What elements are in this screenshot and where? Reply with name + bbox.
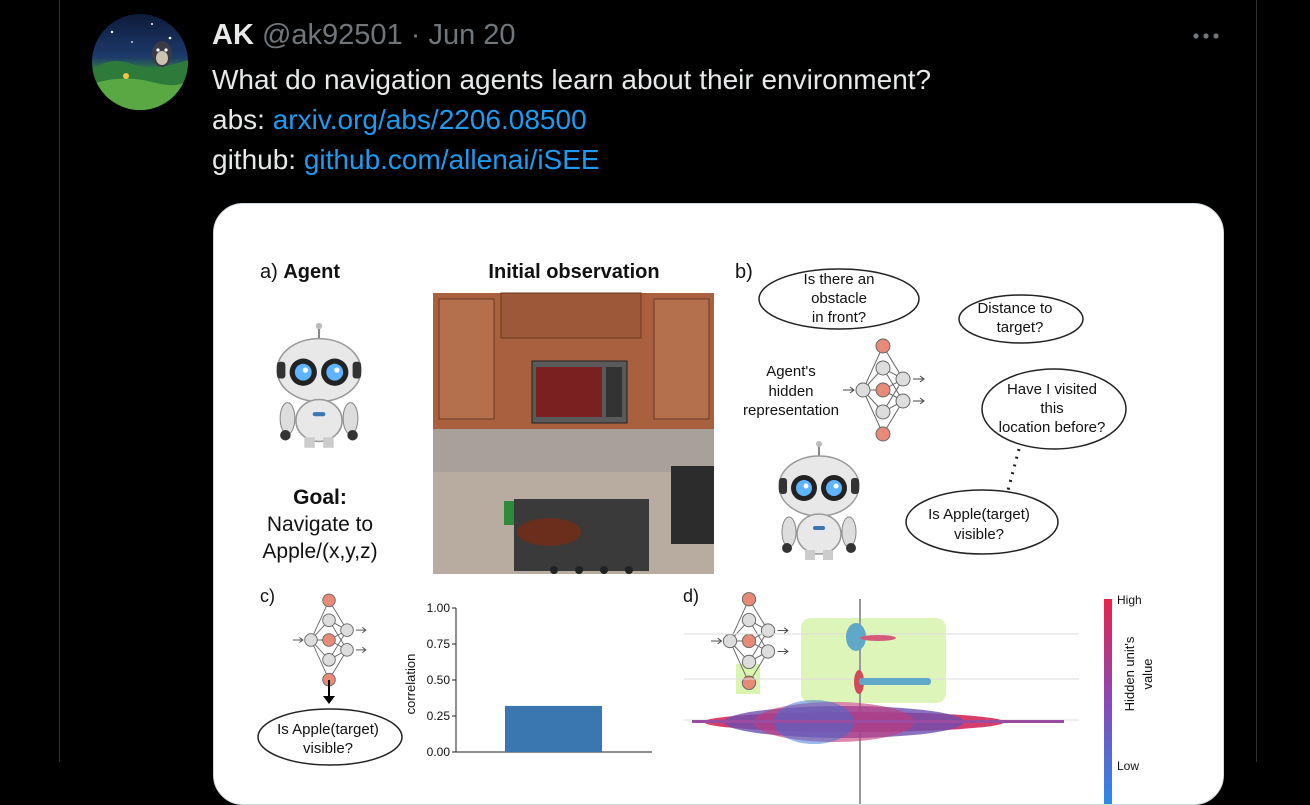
github-link[interactable]: github.com/allenai/iSEE <box>303 144 600 175</box>
y-tick-label: 0.50 <box>427 673 451 687</box>
y-tick-label: 0.75 <box>427 637 451 651</box>
timeline-border-right <box>1256 0 1257 762</box>
panel-c-label: c) <box>260 586 275 606</box>
arrow-head <box>323 696 335 704</box>
colorbar-title-2: value <box>1140 658 1155 689</box>
svg-text:Is Apple(target): Is Apple(target) <box>928 506 1030 523</box>
tweet-text-line: What do navigation agents learn about th… <box>212 64 932 95</box>
svg-text:Distance to: Distance to <box>977 300 1052 317</box>
highlight-region <box>801 618 946 703</box>
svg-text:Is Apple(target): Is Apple(target) <box>277 721 379 738</box>
thought-cloud-distance: Distance to target? <box>958 294 1084 344</box>
kitchen-observation-image <box>433 292 714 574</box>
correlation-bar-chart: correlation 0.00 0.25 0.50 0.75 1.00 <box>403 601 652 759</box>
panel-b-label: b) <box>735 261 753 283</box>
tweet-header: AK @ak92501 · Jun 20 <box>212 18 516 52</box>
separator-dot: · <box>410 19 421 51</box>
agent-hidden-line-2: hidden <box>768 383 813 400</box>
svg-text:location before?: location before? <box>999 419 1106 436</box>
tweet-date[interactable]: Jun 20 <box>428 19 516 51</box>
y-axis-label: correlation <box>403 654 418 715</box>
svg-text:Have I visited: Have I visited <box>1007 381 1097 398</box>
more-horizontal-icon <box>1193 33 1219 39</box>
panel-d-label: d) <box>683 586 699 606</box>
thought-cloud-apple-b: Is Apple(target) visible? <box>905 489 1059 555</box>
svg-text:visible?: visible? <box>303 740 353 757</box>
thought-cloud-apple-c: Is Apple(target) visible? <box>257 708 403 766</box>
svg-text:target?: target? <box>997 319 1044 336</box>
goal-title: Goal: <box>293 486 347 509</box>
thought-dots <box>1005 448 1021 495</box>
goal-line-2: Apple/(x,y,z) <box>262 540 377 563</box>
swarm-plot-top <box>846 623 931 694</box>
github-label: github: <box>212 144 297 175</box>
y-tick-label: 0.00 <box>427 745 451 759</box>
svg-text:this: this <box>1040 400 1063 417</box>
colorbar-low: Low <box>1117 759 1139 773</box>
timeline-border-left <box>59 0 60 762</box>
thought-cloud-obstacle: Is there an obstacle in front? <box>758 268 920 330</box>
robot-icon-b <box>778 440 860 561</box>
avatar[interactable] <box>92 14 188 110</box>
svg-text:visible?: visible? <box>954 526 1004 543</box>
swarm-plot-bottom <box>692 700 1064 744</box>
agent-hidden-line-3: representation <box>743 402 839 419</box>
more-button[interactable] <box>1188 24 1224 48</box>
paper-figure: a) Agent Goal: Navigate to Apple/(x,y,z)… <box>257 261 1155 804</box>
tweet-media-image[interactable]: a) Agent Goal: Navigate to Apple/(x,y,z)… <box>213 203 1224 805</box>
goal-line-1: Navigate to <box>267 513 373 536</box>
panel-a-label: a) Agent <box>260 261 340 283</box>
tweet-abs-line: abs: arxiv.org/abs/2206.08500 <box>212 100 931 140</box>
tweet-github-line: github: github.com/allenai/iSEE <box>212 140 931 180</box>
svg-text:obstacle: obstacle <box>811 290 867 307</box>
abs-label: abs: <box>212 104 265 135</box>
author-handle[interactable]: @ak92501 <box>261 19 403 51</box>
robot-icon <box>275 321 363 449</box>
neural-net-icon <box>842 338 925 442</box>
colorbar-title-1: Hidden unit's <box>1122 636 1137 711</box>
bar-0 <box>505 705 602 752</box>
svg-text:Is there an: Is there an <box>804 271 875 288</box>
abs-link[interactable]: arxiv.org/abs/2206.08500 <box>272 104 587 135</box>
neural-net-icon-c <box>292 593 367 687</box>
thought-cloud-visited: Have I visited this location before? <box>981 368 1127 450</box>
initial-observation-title: Initial observation <box>488 261 659 283</box>
y-tick-label: 0.25 <box>427 709 451 723</box>
y-tick-label: 1.00 <box>427 601 451 615</box>
avatar-image <box>92 14 188 110</box>
colorbar: High Low Hidden unit's value <box>1104 593 1155 804</box>
author-name[interactable]: AK <box>212 19 254 51</box>
colorbar-high: High <box>1117 593 1142 607</box>
agent-hidden-line-1: Agent's <box>766 363 816 380</box>
tweet-text: What do navigation agents learn about th… <box>212 60 931 180</box>
svg-text:in front?: in front? <box>812 309 866 326</box>
